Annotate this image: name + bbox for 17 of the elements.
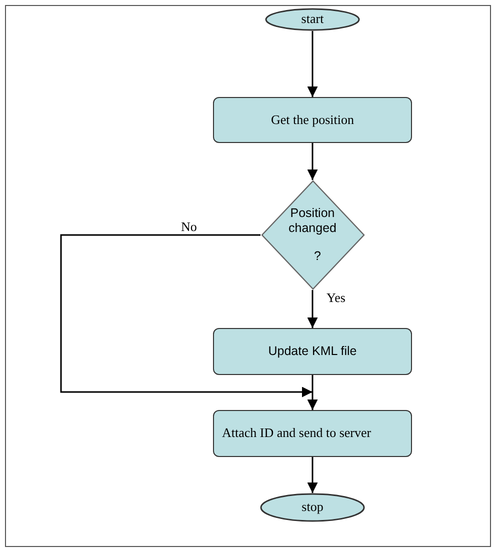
arrow — [307, 290, 318, 328]
process-box — [213, 410, 412, 457]
node-label: Get the position — [270, 112, 354, 128]
node-label: Position changed — [288, 206, 338, 236]
node-label: stop — [302, 500, 324, 515]
arrow — [307, 457, 318, 493]
arrow — [307, 375, 318, 410]
process-box — [213, 97, 412, 143]
process-box — [213, 328, 412, 375]
node-label: start — [301, 12, 324, 27]
arrow — [307, 143, 318, 180]
question-mark: ? — [314, 249, 321, 264]
node-label: Update KML file — [268, 344, 357, 359]
edge-label: Yes — [326, 291, 346, 306]
arrow — [307, 31, 318, 97]
edge-label: No — [180, 220, 198, 234]
node-label: Attach ID and send to server — [221, 426, 372, 441]
